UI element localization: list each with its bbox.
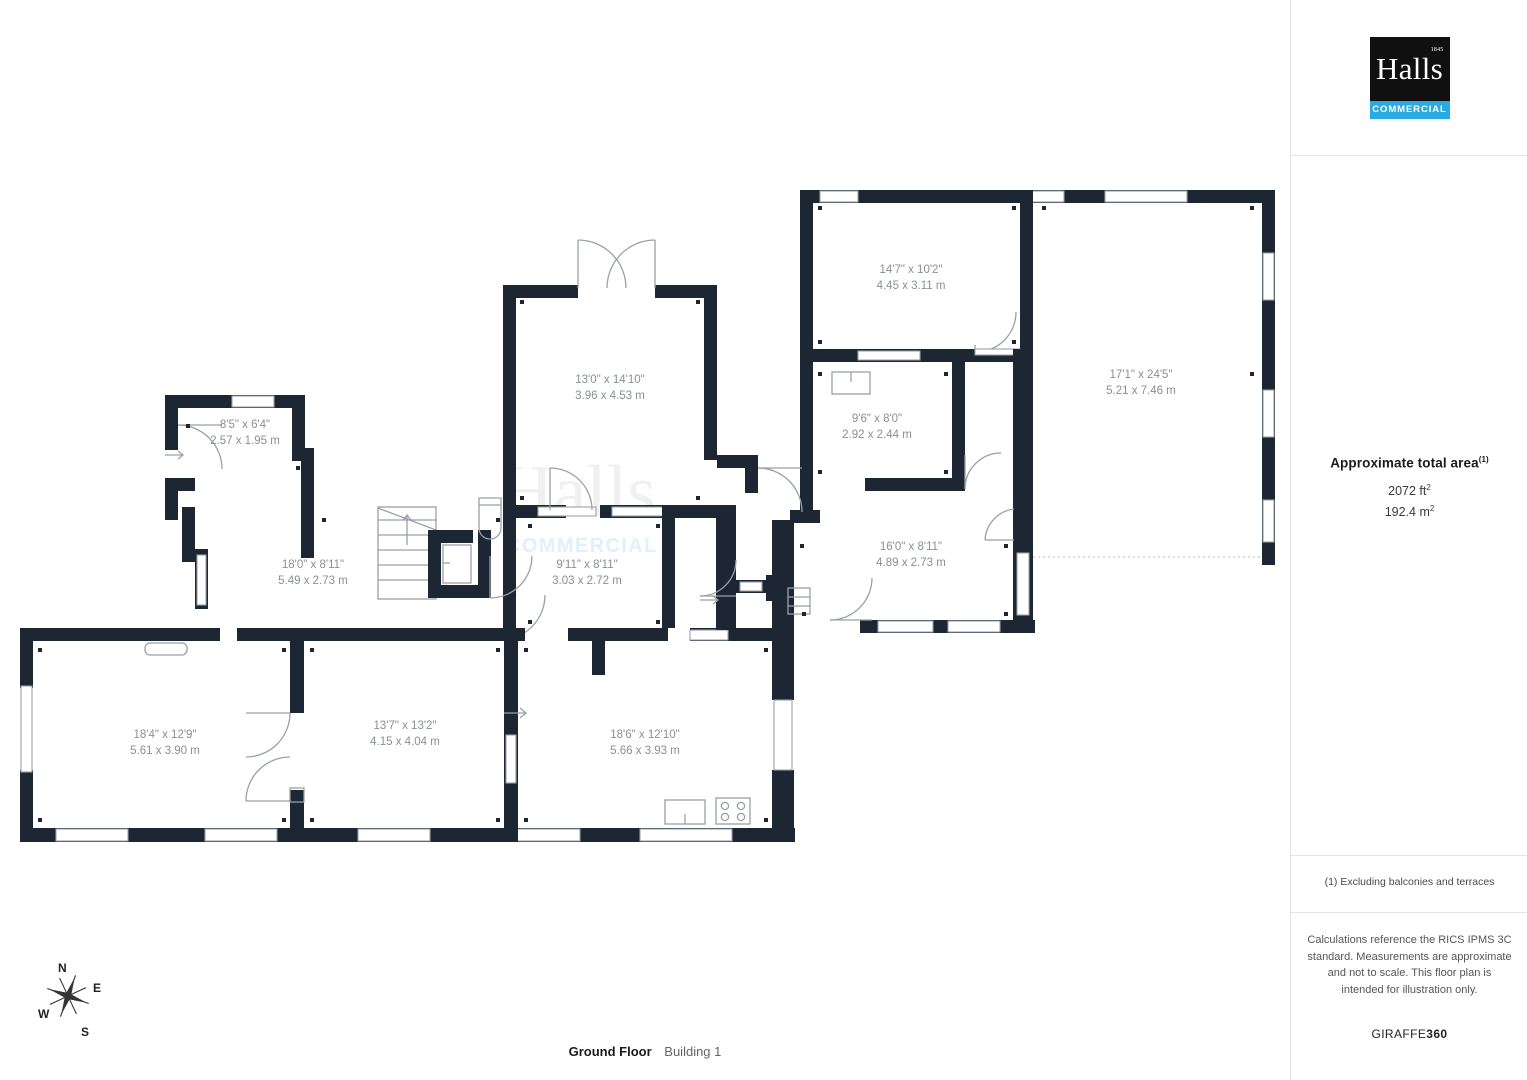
room-imperial: 14'7" x 10'2" [879, 264, 943, 276]
room-label-inner-hall: 9'11" x 8'11" 3.03 x 2.72 m [522, 558, 652, 589]
provider-name-suffix: 360 [1426, 1027, 1448, 1041]
total-area-metric: 192.4 m2 [1291, 504, 1527, 519]
total-area-footnote-marker: (1) [1478, 455, 1489, 464]
room-label-utility: 8'5" x 6'4" 2.57 x 1.95 m [180, 418, 310, 449]
metric-unit-exponent: 2 [1429, 503, 1435, 513]
room-label-bedroom-one: 14'7" x 10'2" 4.45 x 3.11 m [846, 263, 976, 294]
room-metric: 3.96 x 4.53 m [575, 389, 645, 402]
room-label-garage: 17'1" x 24'5" 5.21 x 7.46 m [1076, 368, 1206, 399]
provider-name-prefix: GIRAFFE [1371, 1027, 1427, 1041]
imperial-unit-exponent: 2 [1426, 482, 1431, 492]
logo-black-block: Halls 1845 [1369, 36, 1450, 101]
sidebar-divider-top [1291, 155, 1527, 156]
room-label-dining: 13'7" x 13'2" 4.15 x 4.04 m [340, 719, 470, 750]
room-metric: 2.57 x 1.95 m [210, 434, 280, 447]
compass-west: W [38, 1007, 50, 1021]
giraffe360-logo: GIRAFFE360 [1291, 1027, 1527, 1041]
room-label-kitchen: 18'6" x 12'10" 5.66 x 3.93 m [580, 728, 710, 759]
room-imperial: 16'0" x 8'11" [879, 541, 943, 553]
total-area-metric-value: 192.4 m [1384, 504, 1430, 519]
floor-caption: Ground Floor Building 1 [0, 1044, 1290, 1059]
room-metric: 5.49 x 2.73 m [278, 574, 348, 587]
info-sidebar: Halls 1845 COMMERCIAL Approximate total … [1290, 0, 1527, 1080]
room-metric: 4.89 x 2.73 m [876, 556, 946, 569]
caption-floor-name: Ground Floor [568, 1044, 652, 1059]
room-imperial: 9'6" x 8'0" [851, 413, 903, 425]
total-area-title: Approximate total area(1) [1291, 455, 1527, 471]
total-area-block: Approximate total area(1) 2072 ft2 192.4… [1291, 455, 1527, 519]
room-metric: 4.15 x 4.04 m [370, 735, 440, 748]
floor-plan-svg: .w { fill:#1d2633; } .win{ fill:#ffffff;… [20, 190, 1275, 842]
compass-south: S [81, 1025, 89, 1039]
footnote-text: (1) Excluding balconies and terraces [1324, 876, 1495, 888]
room-metric: 5.66 x 3.93 m [610, 744, 680, 757]
room-metric: 2.92 x 2.44 m [842, 428, 912, 441]
room-metric: 5.21 x 7.46 m [1106, 384, 1176, 397]
total-area-imperial-value: 2072 ft [1388, 483, 1427, 498]
room-imperial: 13'7" x 13'2" [373, 720, 437, 732]
logo-established-year: 1845 [1430, 46, 1444, 53]
total-area-imperial: 2072 ft2 [1291, 483, 1527, 498]
room-metric: 4.45 x 3.11 m [876, 279, 946, 292]
sidebar-divider-middle [1291, 855, 1527, 856]
logo-accent-block: COMMERCIAL [1369, 100, 1450, 119]
room-metric: 3.03 x 2.72 m [552, 574, 622, 587]
disclaimer-text: Calculations reference the RICS IPMS 3C … [1307, 934, 1512, 996]
room-label-lounge: 13'0" x 14'10" 3.96 x 4.53 m [545, 373, 675, 404]
room-imperial: 13'0" x 14'10" [575, 374, 645, 386]
logo-division-label: COMMERCIAL [1372, 104, 1447, 115]
floor-plan-drawing: Halls COMMERCIAL .w { fill:#1d2633; } .w… [20, 190, 1275, 1039]
compass-east: E [93, 981, 101, 995]
room-metric: 5.61 x 3.90 m [130, 744, 200, 757]
room-imperial: 17'1" x 24'5" [1109, 369, 1173, 381]
halls-logo: Halls 1845 COMMERCIAL [1291, 0, 1527, 155]
room-imperial: 9'11" x 8'11" [556, 559, 618, 571]
room-imperial: 18'4" x 12'9" [133, 729, 197, 741]
room-label-workshop: 16'0" x 8'11" 4.89 x 2.73 m [846, 540, 976, 571]
room-label-store: 9'6" x 8'0" 2.92 x 2.44 m [812, 412, 942, 443]
sidebar-divider-bottom [1291, 912, 1527, 913]
compass-north: N [58, 962, 67, 975]
room-imperial: 8'5" x 6'4" [219, 419, 271, 431]
room-label-hall: 18'0" x 8'11" 5.49 x 2.73 m [248, 558, 378, 589]
room-label-sitting: 18'4" x 12'9" 5.61 x 3.90 m [100, 728, 230, 759]
total-area-title-text: Approximate total area [1330, 455, 1479, 471]
room-imperial: 18'0" x 8'11" [281, 559, 345, 571]
caption-building-name: Building 1 [664, 1044, 722, 1059]
compass-rose: N E S W [26, 961, 146, 1052]
logo-brand-name: Halls [1376, 51, 1443, 86]
room-imperial: 18'6" x 12'10" [610, 729, 680, 741]
